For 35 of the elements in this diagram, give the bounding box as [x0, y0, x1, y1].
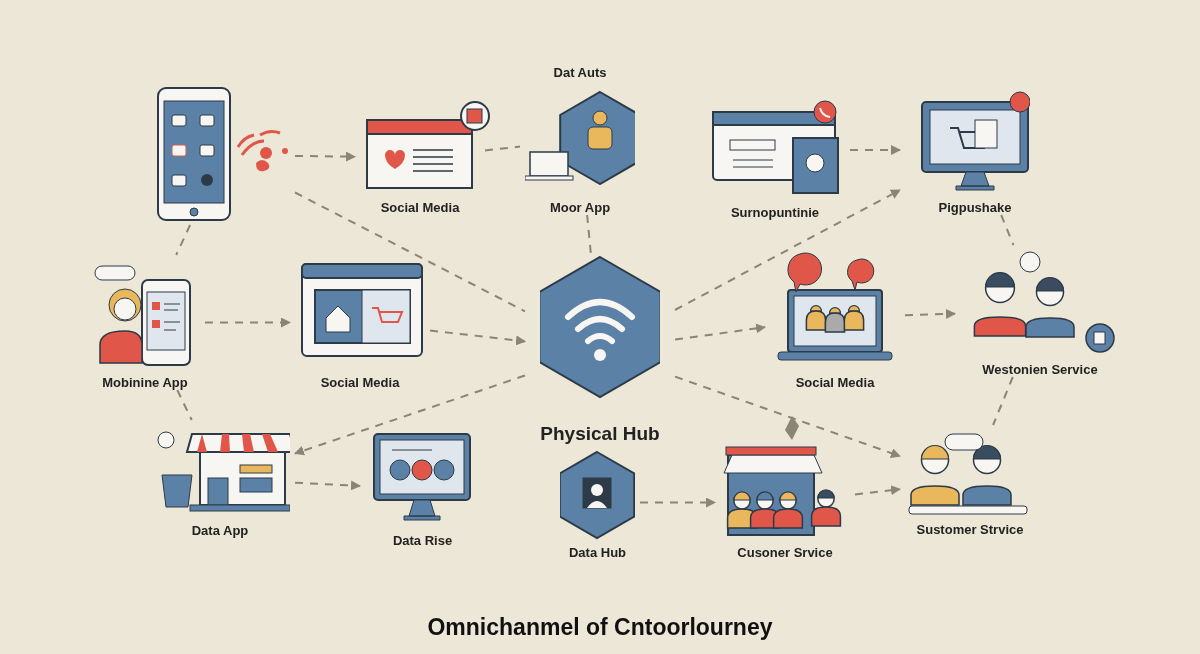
node-label: Physical Hub — [539, 423, 661, 445]
dashed-arrow — [639, 497, 716, 508]
dashed-arrow — [904, 309, 956, 319]
dashed-arrow — [674, 375, 901, 458]
node-label: Social Media — [319, 375, 401, 390]
dashed-connector — [175, 224, 192, 256]
dashed-arrow — [674, 189, 901, 311]
dashed-connector — [176, 389, 193, 421]
diagram-title: Omnichanmel of Cntoorlourney — [427, 614, 773, 641]
node-label: Pigpushake — [937, 200, 1013, 215]
node-label: Moor App — [548, 200, 612, 215]
node-label: Surnopuntinie — [729, 205, 821, 220]
dashed-arrow — [294, 151, 356, 162]
node-label: Sustomer Strvice — [915, 522, 1025, 537]
dashed-connector — [586, 214, 592, 256]
dashed-arrow — [674, 323, 766, 341]
node-label: Cusoner Srvice — [736, 545, 834, 560]
node-label: Data App — [190, 523, 250, 538]
dashed-arrow — [854, 485, 901, 496]
dashed-connector — [1000, 214, 1015, 246]
dashed-connector — [992, 376, 1014, 426]
node-label: Westonien Service — [981, 362, 1099, 377]
node-label: Social Media — [794, 375, 876, 390]
dashed-arrow — [849, 145, 901, 155]
node-label: Social Media — [379, 200, 461, 215]
node-label: Data Rise — [391, 533, 454, 548]
node-heading: Dat Auts — [552, 65, 608, 80]
dashed-arrow — [294, 374, 526, 456]
dashed-arrow — [204, 317, 291, 328]
dashed-arrow — [294, 480, 361, 491]
node-label: Data Hub — [567, 545, 628, 560]
node-label: Mobinine App — [101, 375, 189, 390]
dashed-arrow — [429, 329, 526, 346]
dashed-connector — [484, 145, 521, 152]
dashed-connector — [294, 191, 526, 313]
